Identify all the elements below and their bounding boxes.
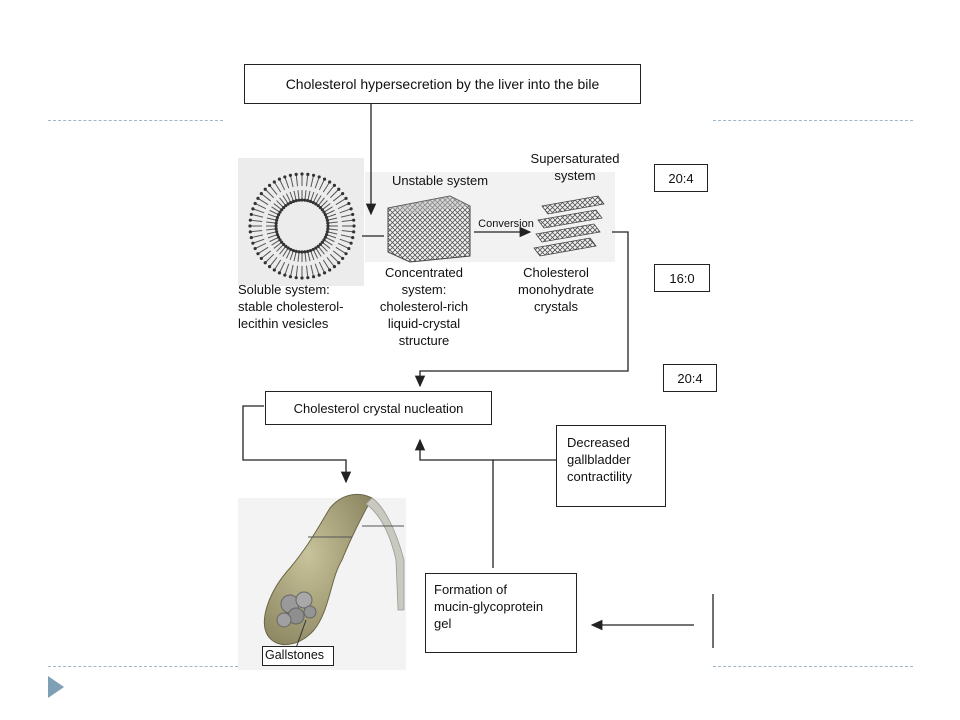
soluble-system-label: Soluble system: stable cholesterol- leci…	[238, 281, 362, 332]
conversion-label: Conversion	[478, 218, 534, 230]
ratio-box-3: 20:4	[663, 364, 717, 392]
mucin-gel-box: Formation of mucin-glycoprotein gel	[425, 573, 577, 653]
mucin-line-1: Formation of	[434, 582, 507, 597]
unstable-system-label: Unstable system	[391, 173, 489, 188]
soluble-line-2: stable cholesterol-	[238, 299, 344, 314]
decreased-line-2: gallbladder	[567, 452, 631, 467]
supersaturated-line-1: Supersaturated	[530, 151, 620, 166]
flow-arrows	[242, 104, 714, 648]
crystals-line-1: Cholesterol	[523, 265, 589, 280]
crystals-line-3: crystals	[533, 299, 579, 314]
mucin-line-2: mucin-glycoprotein	[434, 599, 544, 614]
monohydrate-crystals-label: Cholesterol monohydrate crystals	[498, 264, 614, 315]
slide-bullet-icon	[48, 676, 64, 698]
concentrated-line-3: cholesterol-rich	[379, 299, 469, 314]
crystal-plates-graphic	[533, 195, 605, 257]
lipid-vesicle-graphic	[248, 172, 356, 280]
concentrated-line-1: Concentrated	[384, 265, 464, 280]
top-divider-right	[713, 120, 913, 121]
crystal-nucleation-box: Cholesterol crystal nucleation	[265, 391, 492, 425]
ratio-box-2: 16:0	[654, 264, 710, 292]
vesicle-image-background	[238, 158, 364, 286]
mucin-line-3: gel	[434, 616, 452, 631]
concentrated-line-5: structure	[398, 333, 450, 348]
cholesterol-hypersecretion-text: Cholesterol hypersecretion by the liver …	[285, 75, 600, 92]
crystal-nucleation-text: Cholesterol crystal nucleation	[293, 400, 464, 416]
concentrated-system-label: Concentrated system: cholesterol-rich li…	[362, 264, 486, 349]
soluble-line-3: lecithin vesicles	[238, 316, 329, 331]
concentrated-line-4: liquid-crystal	[387, 316, 461, 331]
ratio-box-1: 20:4	[654, 164, 708, 192]
decreased-contractility-box: Decreased gallbladder contractility	[556, 425, 666, 507]
supersaturated-system-label: Supersaturated system	[520, 150, 630, 184]
liquid-crystal-graphic	[387, 195, 471, 263]
cholesterol-hypersecretion-box: Cholesterol hypersecretion by the liver …	[244, 64, 641, 104]
crystals-line-2: monohydrate	[518, 282, 594, 297]
gallbladder-graphic	[263, 493, 405, 649]
supersaturated-line-2: system	[554, 168, 596, 183]
top-divider-left	[48, 120, 223, 121]
bottom-divider-right	[713, 666, 913, 667]
soluble-line-1: Soluble system:	[238, 282, 330, 297]
bottom-divider-left	[48, 666, 238, 667]
decreased-line-1: Decreased	[567, 435, 630, 450]
decreased-line-3: contractility	[567, 469, 633, 484]
concentrated-line-2: system:	[401, 282, 447, 297]
gallstones-label: Gallstones	[262, 646, 334, 666]
